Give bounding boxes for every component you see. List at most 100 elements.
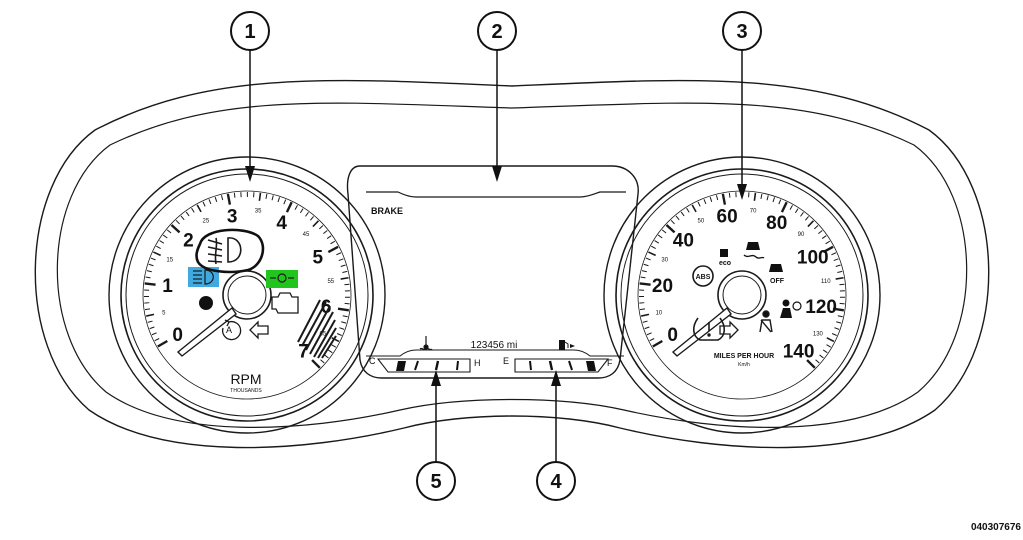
- callout-3: 3: [723, 12, 761, 200]
- tach-tick: [328, 350, 332, 353]
- speedo-tick: [800, 212, 803, 216]
- tach-tick: [192, 208, 195, 212]
- tach-tick: [215, 197, 217, 202]
- speedo-tick: [640, 309, 645, 310]
- tach-tick: [337, 334, 342, 336]
- airbag-icon: [780, 300, 801, 319]
- tach-tick: [343, 316, 348, 317]
- speed-unit-sublabel: Km/h: [738, 362, 750, 368]
- speedo-tick: [645, 327, 650, 329]
- tach-minor-label: 35: [255, 209, 262, 215]
- tach-tick: [341, 278, 349, 279]
- speedo-tick: [782, 202, 787, 212]
- handdrawn-circle-annotation: [197, 230, 263, 272]
- tach-tick: [339, 259, 344, 261]
- tach-tick: [259, 193, 260, 201]
- speedo-tick: [716, 195, 717, 200]
- tach-tick: [278, 197, 280, 202]
- tach-tick: [156, 246, 160, 248]
- tach-tick: [342, 271, 347, 272]
- tach-major-label: 4: [276, 213, 287, 234]
- seatbelt-icon: [760, 311, 772, 332]
- speedo-minor-label: 90: [798, 232, 805, 238]
- tach-tick: [313, 221, 319, 227]
- speedo-minor-label: 10: [655, 310, 662, 316]
- tach-tick: [152, 333, 157, 335]
- speedo-tick: [650, 339, 654, 341]
- speedo-tick: [831, 253, 836, 255]
- tach-tick: [331, 241, 335, 244]
- housing-outer: [35, 81, 988, 448]
- speedo-tick: [644, 264, 649, 265]
- speedo-tick: [795, 209, 798, 213]
- tach-minor-label: 25: [203, 219, 210, 225]
- tach-tick: [332, 345, 336, 348]
- speedo-tick: [836, 322, 841, 323]
- temp-gauge-high-label: H: [474, 358, 481, 368]
- callout-2: 2: [478, 12, 516, 182]
- speedo-tick: [814, 226, 818, 229]
- tach-tick: [146, 314, 154, 316]
- speedo-tick: [653, 341, 663, 347]
- speedo-tick: [836, 265, 841, 266]
- tach-tick: [145, 283, 156, 284]
- speedo-tick: [681, 212, 684, 216]
- tach-tick: [319, 226, 323, 229]
- tach-tick: [160, 241, 164, 244]
- speedo-tick: [641, 277, 646, 278]
- rpm-sublabel: THOUSANDS: [230, 388, 262, 394]
- abs-warning-icon: ABS: [693, 266, 713, 286]
- figure-reference-id: 040307676: [971, 522, 1021, 533]
- speedo-tick: [790, 205, 792, 209]
- tach-tick: [327, 236, 331, 239]
- speedo-tick: [823, 350, 827, 353]
- odometer-readout: 123456 mi: [471, 340, 518, 351]
- tach-minor-label: 45: [303, 232, 310, 238]
- speedo-tick: [729, 193, 730, 198]
- speed-unit-label: MILES PER HOUR: [714, 353, 774, 360]
- speedo-tick: [655, 241, 659, 244]
- speedo-tick: [642, 271, 647, 272]
- fuel-pump-icon: [559, 340, 575, 350]
- speedo-tick: [687, 208, 690, 212]
- callout-2-number: 2: [491, 21, 502, 43]
- tach-major-label: 0: [172, 325, 183, 346]
- speedo-tick: [710, 197, 712, 202]
- speedo-tick: [836, 278, 844, 279]
- speedo-tick: [676, 216, 679, 220]
- speedo-tick: [820, 355, 824, 358]
- tach-hub-inner: [228, 276, 266, 314]
- tach-major-label: 5: [312, 248, 323, 269]
- tach-tick: [336, 253, 341, 255]
- speedo-tick: [838, 316, 843, 317]
- speedo-major-label: 60: [717, 206, 738, 227]
- tach-tick: [321, 360, 325, 363]
- callout-5-number: 5: [430, 471, 441, 493]
- tach-tick: [344, 284, 349, 285]
- off-label: OFF: [770, 278, 785, 285]
- coolant-temp-gauge: C H: [369, 356, 481, 372]
- speedo-tick: [640, 283, 651, 284]
- speedo-tick: [832, 334, 837, 336]
- tach-tick: [176, 220, 179, 224]
- tach-tick: [312, 360, 320, 368]
- tach-tick: [151, 258, 156, 260]
- tach-tick: [310, 216, 313, 220]
- speedo-tick: [826, 241, 830, 244]
- speedo-tick: [773, 197, 775, 202]
- speedo-minor-label: 50: [698, 219, 705, 225]
- tach-tick: [221, 195, 222, 200]
- housing-inner: [57, 103, 966, 427]
- tach-minor-label: 5: [162, 310, 166, 316]
- callout-1: 1: [231, 12, 269, 182]
- tach-tick: [325, 355, 329, 358]
- speedo-tick: [671, 220, 674, 224]
- speedo-minor-label: 30: [661, 258, 668, 264]
- tach-tick: [234, 193, 235, 198]
- speedo-tick: [646, 258, 651, 260]
- tach-tick: [284, 200, 286, 205]
- tach-tick: [228, 194, 230, 205]
- front-fog-lamp-icon: [208, 238, 241, 264]
